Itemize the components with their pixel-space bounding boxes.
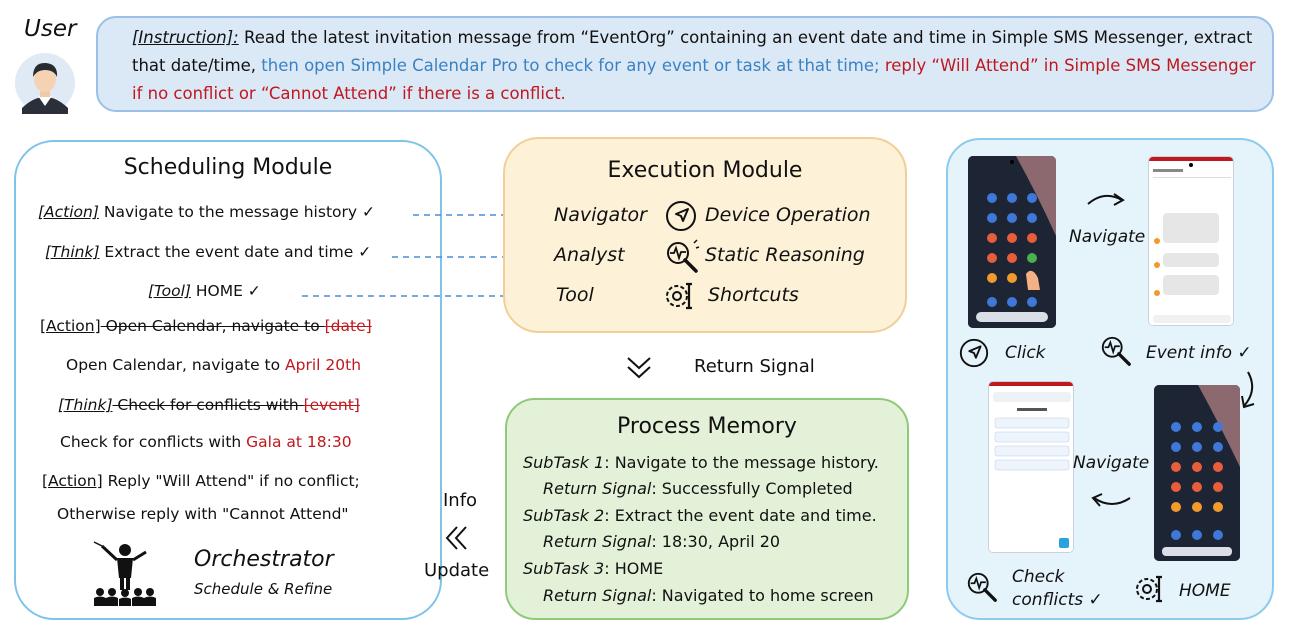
magnifier-pulse-icon (664, 239, 700, 273)
role-analyst-function: Static Reasoning (705, 244, 865, 266)
update-label: Update (424, 560, 490, 581)
scheduling-module (14, 140, 442, 620)
step-tag: [Action] (38, 203, 99, 221)
return-text: : 18:30, April 20 (651, 532, 781, 551)
subtask-text: : Extract the event date and time. (604, 506, 877, 525)
step-text: Otherwise reply with "Cannot Attend" (57, 505, 349, 523)
step-text-struck: Open Calendar, navigate to (100, 317, 325, 335)
step-text: Extract the event date and time ✓ (99, 243, 372, 261)
role-tool-function: Shortcuts (708, 284, 799, 306)
subtask-text: : Navigate to the message history. (604, 453, 879, 472)
return-signal-label: Return Signal (694, 356, 815, 377)
step-text: Navigate to the message history ✓ (98, 203, 375, 221)
subtask-label: SubTask 2 (523, 506, 605, 525)
role-analyst: Analyst (554, 244, 625, 266)
instruction-label: [Instruction]: (132, 28, 239, 47)
step-tag: [Think] (58, 396, 113, 414)
memory-return-3: Return Signal: Navigated to home screen (543, 586, 874, 605)
gear-wrench-icon (664, 279, 698, 313)
click-label: Click (1005, 343, 1046, 363)
memory-return-1: Return Signal: Successfully Completed (543, 479, 853, 498)
user-avatar-icon (14, 52, 76, 114)
memory-subtask-2: SubTask 2: Extract the event date and ti… (523, 506, 877, 525)
step-text: Reply "Will Attend" if no conflict; (102, 472, 360, 490)
subtask-text: : HOME (604, 559, 664, 578)
gear-wrench-icon (1134, 572, 1166, 604)
role-tool: Tool (556, 284, 594, 306)
step-text-struck: Check for conflicts with (112, 396, 304, 414)
step-tag: [Tool] (148, 282, 191, 300)
instruction-part-3: reply “Will Attend” in Simple SMS Messen… (132, 56, 1256, 103)
orchestrator-subtitle: Schedule & Refine (194, 580, 333, 598)
step-value: Gala at 18:30 (246, 433, 352, 451)
schedule-step-2: [Think] Extract the event date and time … (45, 243, 371, 261)
memory-subtask-3: SubTask 3: HOME (523, 559, 663, 578)
return-text: : Successfully Completed (651, 479, 853, 498)
return-label: Return Signal (543, 532, 652, 551)
phone-home-screen (968, 156, 1056, 328)
memory-return-2: Return Signal: 18:30, April 20 (543, 532, 780, 551)
schedule-step-3: [Tool] HOME ✓ (148, 282, 261, 300)
instruction-text: [Instruction]: Read the latest invitatio… (132, 24, 1264, 108)
info-label: Info (443, 490, 478, 511)
check-conflicts-label-1: Check (1012, 567, 1065, 587)
magnifier-pulse-icon (1099, 334, 1131, 366)
process-memory-module (505, 398, 909, 620)
navigation-arrow-icon (958, 337, 990, 369)
home-label: HOME (1179, 581, 1231, 601)
magnifier-pulse-icon (965, 570, 997, 602)
role-navigator: Navigator (554, 204, 647, 226)
step-text: HOME ✓ (190, 282, 261, 300)
step-placeholder-struck: [date] (324, 317, 372, 335)
process-memory-title: Process Memory (617, 414, 797, 439)
schedule-step-4-struck: [Action] Open Calendar, navigate to [dat… (40, 317, 372, 335)
schedule-step-5-struck: [Think] Check for conflicts with [event] (58, 396, 360, 414)
instruction-part-2: then open Simple Calendar Pro to check f… (261, 56, 885, 75)
step-tag: [Action] (40, 317, 101, 335)
step-text: Check for conflicts with (60, 433, 247, 451)
execution-module (503, 137, 907, 333)
event-info-label: Event info ✓ (1146, 343, 1252, 363)
return-label: Return Signal (543, 479, 652, 498)
step-tag: [Action] (42, 472, 103, 490)
phone-messages-screen (1148, 156, 1234, 326)
return-label: Return Signal (543, 586, 652, 605)
navigate-label-top: Navigate (1069, 227, 1146, 247)
user-label: User (24, 16, 77, 42)
step-tag: [Think] (45, 243, 100, 261)
schedule-step-4-refined: Open Calendar, navigate to April 20th (66, 356, 361, 374)
phone-calendar-screen (988, 381, 1074, 553)
scheduling-title: Scheduling Module (123, 155, 333, 180)
phone-home-screen-2 (1154, 385, 1240, 561)
schedule-step-5-refined: Check for conflicts with Gala at 18:30 (60, 433, 352, 451)
schedule-step-6: [Action] Reply "Will Attend" if no confl… (42, 472, 360, 490)
step-text: Open Calendar, navigate to (66, 356, 286, 374)
check-conflicts-label-2: conflicts ✓ (1012, 590, 1103, 610)
double-chevron-left-icon (441, 522, 473, 554)
role-navigator-function: Device Operation (705, 204, 871, 226)
return-text: : Navigated to home screen (651, 586, 874, 605)
schedule-step-6-cont: Otherwise reply with "Cannot Attend" (57, 505, 349, 523)
instruction-box (96, 16, 1274, 112)
schedule-step-1: [Action] Navigate to the message history… (38, 203, 375, 221)
execution-title: Execution Module (607, 158, 803, 183)
subtask-label: SubTask 1 (523, 453, 605, 472)
orchestrator-name: Orchestrator (194, 547, 334, 572)
navigation-arrow-icon (664, 199, 698, 233)
navigate-label-bottom: Navigate (1073, 453, 1150, 473)
memory-subtask-1: SubTask 1: Navigate to the message histo… (523, 453, 879, 472)
step-value: April 20th (285, 356, 362, 374)
step-placeholder-struck: [event] (303, 396, 360, 414)
orchestrator-conductor-icon (90, 540, 160, 610)
subtask-label: SubTask 3 (523, 559, 605, 578)
panel-flow-arrows (1087, 193, 1255, 507)
double-chevron-down-icon (622, 352, 656, 386)
instruction-part-1: Read the latest invitation message from … (132, 28, 1253, 75)
